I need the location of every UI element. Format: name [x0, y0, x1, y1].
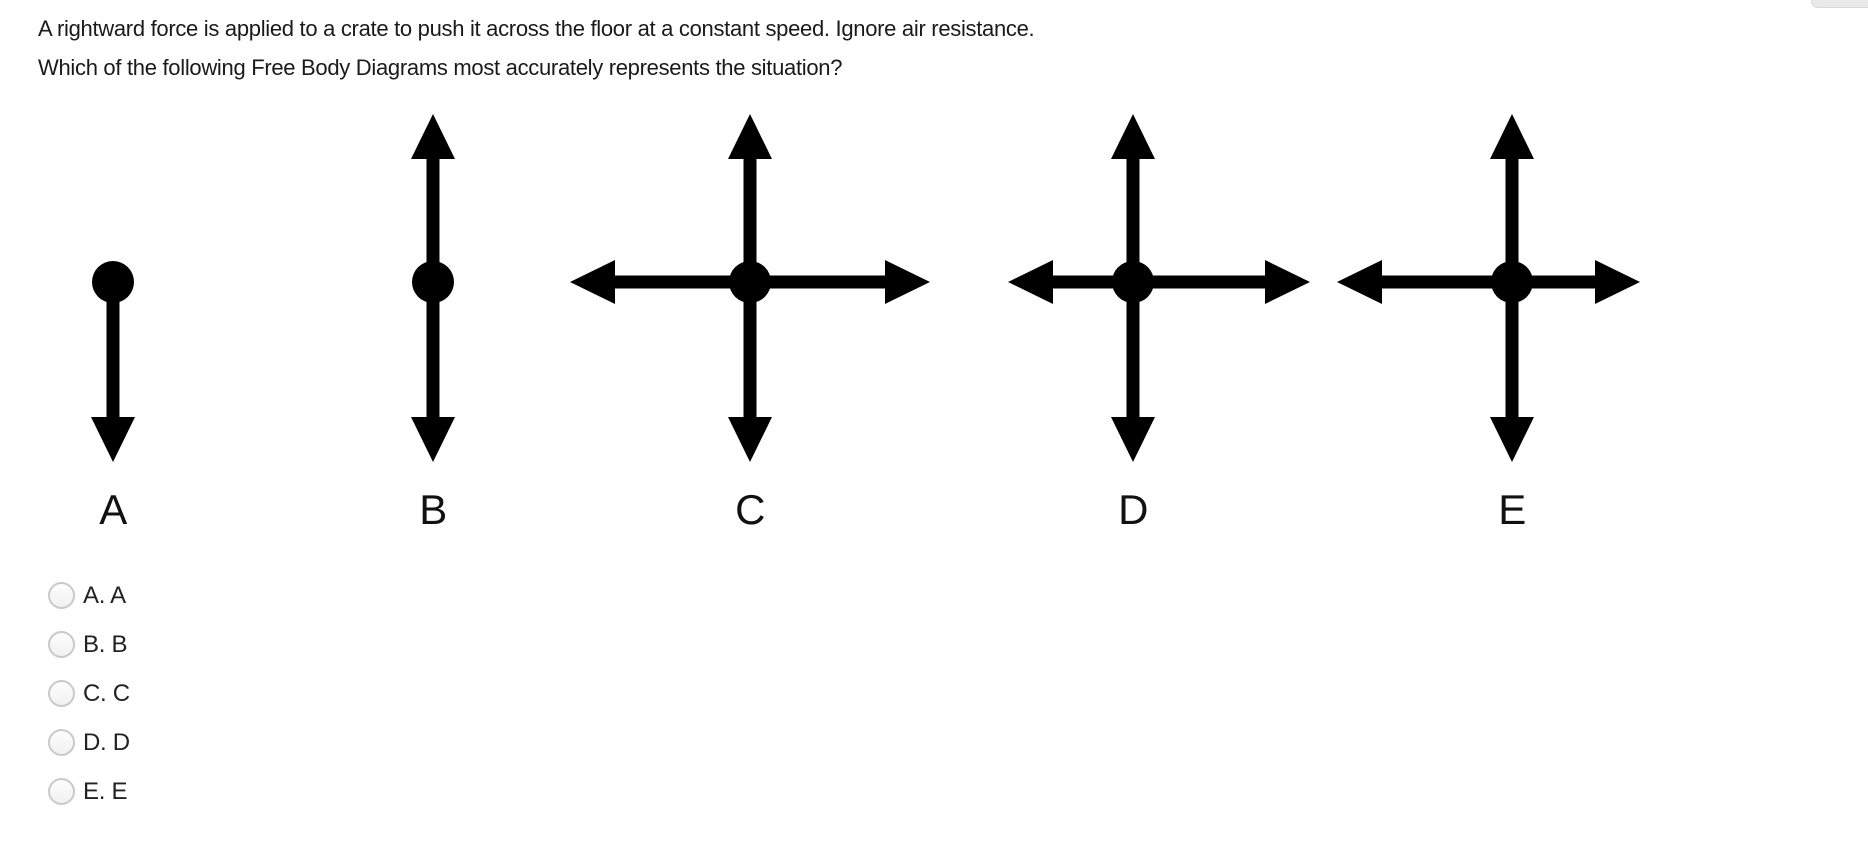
fbd-label-c: C	[735, 486, 765, 533]
fbd-label-a: A	[99, 486, 127, 533]
radio-button-d[interactable]	[48, 729, 75, 756]
fbd-diagram-b: B	[233, 82, 633, 532]
fbd-diagram-d: D	[933, 82, 1333, 532]
fbd-diagram-e: E	[1312, 82, 1712, 532]
option-label-c: C. C	[83, 679, 130, 707]
question-text: A rightward force is applied to a crate …	[38, 9, 1035, 87]
panel-corner-edge	[1811, 0, 1868, 8]
option-label-a: A. A	[83, 581, 126, 609]
fbd-arrows-d-image	[1008, 114, 1310, 462]
option-row-a[interactable]: A. A	[48, 582, 130, 609]
fbd-arrows-b-image	[411, 114, 455, 462]
question-line-1: A rightward force is applied to a crate …	[38, 16, 1035, 41]
answer-options: A. A B. B C. C D. D E. E	[48, 582, 130, 827]
fbd-label-d: D	[1118, 486, 1148, 533]
option-row-e[interactable]: E. E	[48, 778, 130, 805]
radio-button-c[interactable]	[48, 680, 75, 707]
option-label-e: E. E	[83, 777, 128, 805]
fbd-label-e: E	[1498, 486, 1526, 533]
option-label-d: D. D	[83, 728, 130, 756]
fbd-arrows-c-image	[570, 114, 930, 462]
question-line-2: Which of the following Free Body Diagram…	[38, 55, 843, 80]
fbd-label-b: B	[419, 486, 447, 533]
fbd-diagram-c: C	[550, 82, 950, 532]
option-row-c[interactable]: C. C	[48, 680, 130, 707]
radio-button-a[interactable]	[48, 582, 75, 609]
option-row-b[interactable]: B. B	[48, 631, 130, 658]
radio-button-b[interactable]	[48, 631, 75, 658]
radio-button-e[interactable]	[48, 778, 75, 805]
fbd-arrows-a-image	[91, 261, 135, 462]
option-row-d[interactable]: D. D	[48, 729, 130, 756]
fbd-diagram-a: A	[0, 82, 313, 532]
option-label-b: B. B	[83, 630, 128, 658]
fbd-arrows-e-image	[1337, 114, 1640, 462]
